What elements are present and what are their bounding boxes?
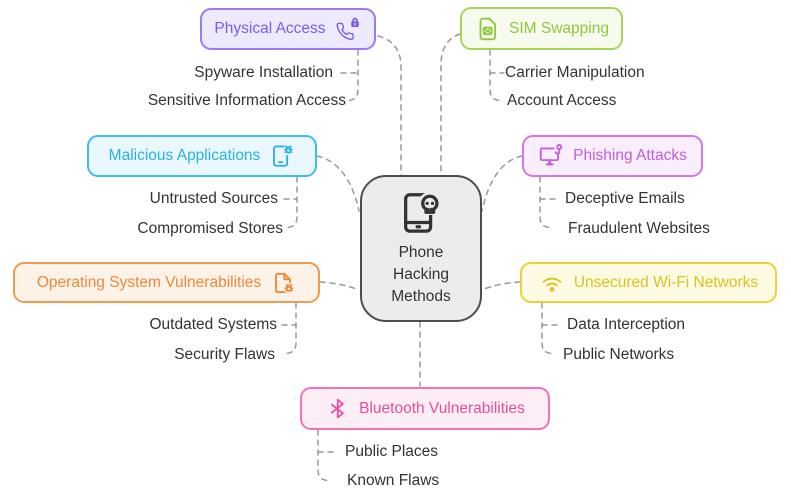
- connector-unsecured-wifi-center: [481, 281, 521, 291]
- connector-malicious-applications-children: [283, 176, 298, 229]
- connector-sim-swapping-center: [440, 33, 461, 176]
- connector-physical-access-center: [377, 35, 402, 176]
- wifi-icon: [539, 270, 565, 296]
- sub-item-label: Untrusted Sources: [149, 190, 278, 207]
- sub-item-label: Known Flaws: [347, 472, 440, 489]
- sub-item-label: Public Places: [345, 443, 439, 460]
- phone-lock-icon: [335, 16, 362, 42]
- connector-bluetooth-children: [317, 429, 335, 482]
- node-label: Unsecured Wi-Fi Networks: [573, 273, 759, 291]
- sub-item-label: Outdated Systems: [149, 316, 277, 333]
- connector-unsecured-wifi-children: [541, 302, 558, 355]
- node-bluetooth-vulnerabilities: Bluetooth Vulnerabilities: [300, 387, 550, 430]
- node-phishing-attacks: Phishing Attacks: [522, 135, 703, 177]
- node-label: Operating System Vulnerabilities: [36, 273, 262, 291]
- connector-os-vulnerabilities-center: [319, 281, 360, 291]
- connector-phishing-attacks-center: [481, 155, 523, 212]
- sub-item-label: Security Flaws: [174, 346, 275, 363]
- sub-item-label: Fraudulent Websites: [568, 220, 710, 237]
- node-unsecured-wifi-networks: Unsecured Wi-Fi Networks: [520, 262, 777, 303]
- bluetooth-icon: [325, 396, 350, 421]
- connector-phishing-attacks-children: [539, 176, 556, 229]
- sub-item-label: Spyware Installation: [194, 64, 333, 81]
- center-node-label: Phone Hacking Methods: [391, 244, 451, 305]
- connector-os-vulnerabilities-children: [281, 302, 297, 355]
- sub-item-label: Carrier Manipulation: [505, 64, 645, 81]
- monitor-hook-icon: [538, 143, 565, 169]
- node-label: Phishing Attacks: [573, 147, 687, 164]
- node-physical-access: Physical Access: [200, 8, 376, 50]
- sub-item-label: Sensitive Information Access: [147, 92, 346, 109]
- node-malicious-applications: Malicious Applications: [87, 135, 317, 177]
- node-label: Malicious Applications: [108, 147, 261, 164]
- sub-item-label: Public Networks: [563, 346, 675, 363]
- file-bug-icon: [270, 270, 296, 296]
- connector-physical-access-children: [340, 49, 359, 102]
- node-label: Bluetooth Vulnerabilities: [359, 399, 525, 417]
- phone-bug-icon: [269, 143, 295, 169]
- sub-item-label: Data Interception: [567, 316, 686, 333]
- node-label: SIM Swapping: [509, 19, 609, 37]
- connector-malicious-applications-center: [316, 155, 360, 212]
- sub-item-label: Account Access: [507, 92, 617, 109]
- sub-item-label: Compromised Stores: [137, 220, 283, 237]
- connector-sim-swapping-children: [489, 49, 505, 102]
- node-phone-hacking-methods: Phone Hacking Methods: [360, 175, 482, 322]
- node-operating-system-vulnerabilities: Operating System Vulnerabilities: [13, 262, 320, 303]
- node-sim-swapping: SIM Swapping: [460, 7, 623, 50]
- phone-skull-icon: [398, 189, 444, 235]
- sim-card-icon: [474, 16, 500, 42]
- sub-item-label: Deceptive Emails: [565, 190, 685, 207]
- node-label: Physical Access: [214, 20, 326, 37]
